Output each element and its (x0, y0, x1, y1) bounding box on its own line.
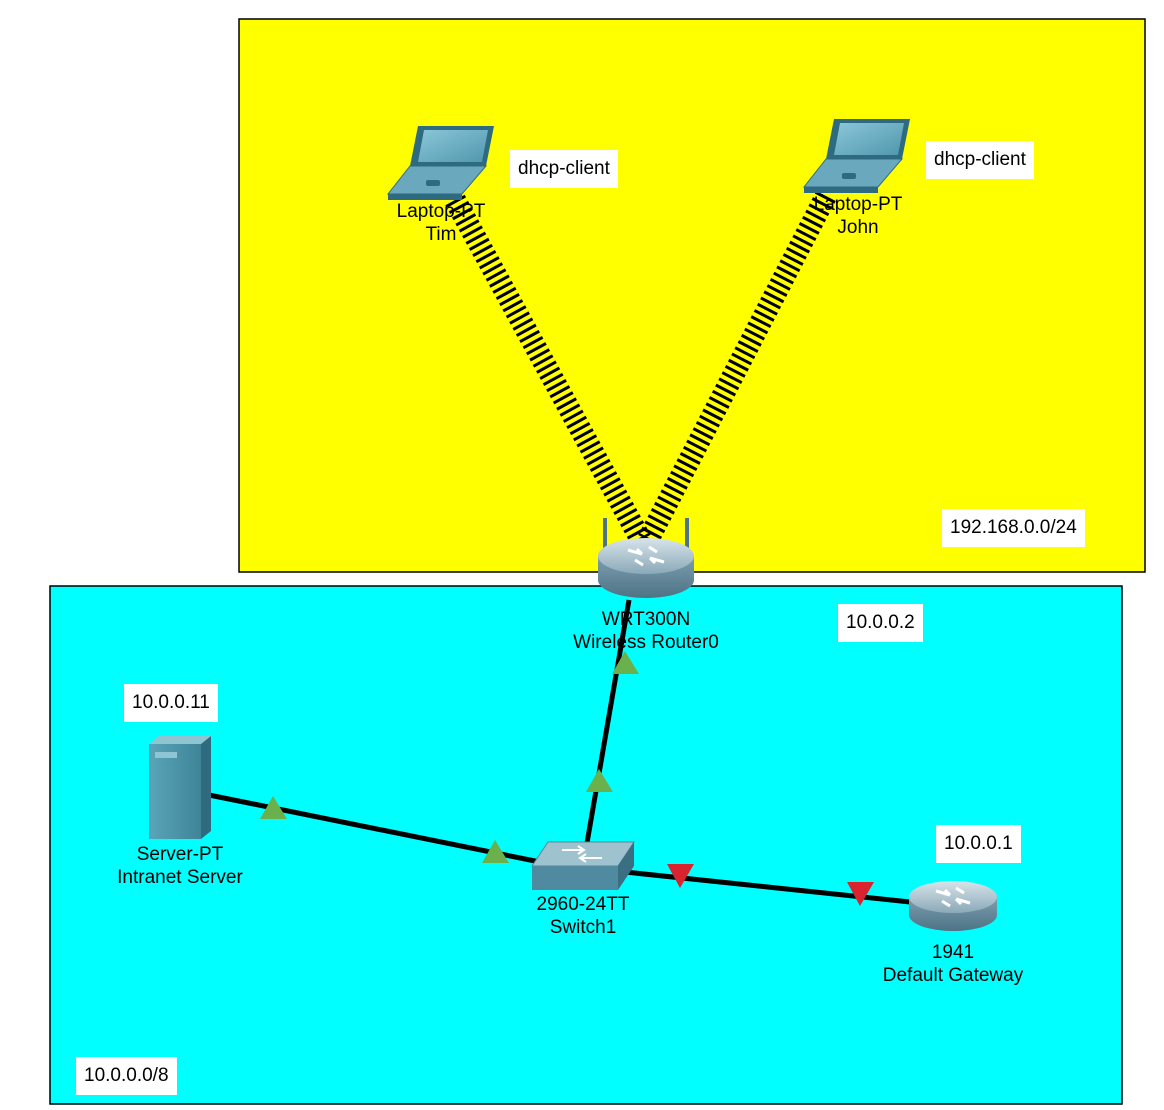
note-server-ip[interactable]: 10.0.0.11 (124, 684, 218, 722)
wireless-area (238, 18, 1146, 573)
device-name: Wireless Router0 (573, 632, 719, 653)
note-wired-subnet[interactable]: 10.0.0.0/8 (76, 1057, 177, 1095)
device-label-server: Server-PT Intranet Server (100, 843, 260, 889)
device-name: Tim (425, 224, 457, 245)
laptop-icon[interactable] (802, 119, 910, 193)
wireless-router-icon[interactable] (598, 518, 694, 598)
device-model: Server-PT (136, 844, 224, 865)
device-label-switch: 2960-24TT Switch1 (513, 893, 653, 939)
device-label-laptop-tim: Laptop-PT Tim (381, 200, 501, 246)
device-name: John (837, 217, 879, 238)
wireless-link-john (638, 190, 836, 546)
note-wireless-subnet[interactable]: 192.168.0.0/24 (942, 509, 1085, 547)
device-name: Intranet Server (117, 867, 243, 888)
device-name: Switch1 (549, 917, 617, 938)
device-model: Laptop-PT (396, 201, 486, 222)
link-up-indicator (586, 769, 613, 792)
note-dhcp-client-tim[interactable]: dhcp-client (510, 150, 618, 188)
server-icon[interactable] (149, 736, 211, 839)
switch-icon[interactable] (531, 841, 635, 890)
link-down-indicator (667, 864, 694, 888)
note-router-ip[interactable]: 10.0.0.2 (838, 604, 923, 642)
device-label-gateway: 1941 Default Gateway (853, 941, 1053, 987)
router-icon[interactable] (909, 881, 997, 931)
device-name: Default Gateway (882, 965, 1024, 986)
device-label-wireless-router: WRT300N Wireless Router0 (546, 608, 746, 654)
link-up-indicator (260, 796, 287, 819)
link-up-indicator (612, 651, 639, 674)
laptop-icon[interactable] (386, 126, 494, 200)
device-model: 1941 (931, 942, 975, 963)
device-model: 2960-24TT (536, 894, 630, 915)
wireless-link-tim (445, 194, 651, 546)
link-server-switch[interactable] (208, 792, 541, 865)
note-dhcp-client-john[interactable]: dhcp-client (926, 141, 1034, 179)
device-model: Laptop-PT (813, 194, 903, 215)
note-gateway-ip[interactable]: 10.0.0.1 (936, 825, 1021, 863)
device-label-laptop-john: Laptop-PT John (798, 193, 918, 239)
link-switch-router[interactable] (584, 599, 632, 844)
link-up-indicator (482, 840, 509, 863)
link-down-indicator (847, 882, 874, 906)
device-model: WRT300N (601, 609, 691, 630)
